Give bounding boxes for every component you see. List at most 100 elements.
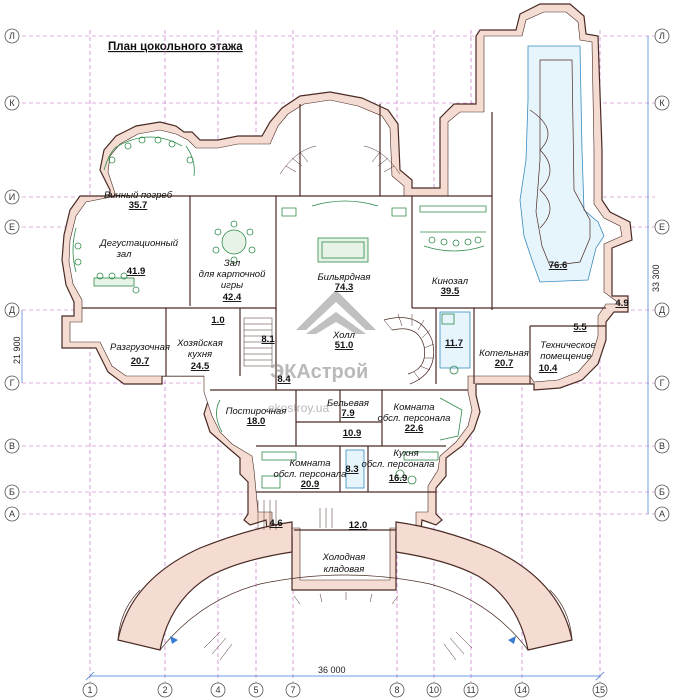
- room-tech-name-2: помещение: [540, 351, 591, 362]
- axis-bubble-k-left: К: [4, 95, 20, 111]
- room-laundry-name: Постирочная: [226, 406, 287, 417]
- room-billiard-area: 74.3: [335, 282, 354, 293]
- room-cards-name-1: Зал: [224, 258, 241, 269]
- bathroom-floor: [439, 311, 471, 369]
- terrace-inner-arc: [159, 574, 529, 651]
- dimension-bottom: 36 000: [85, 665, 605, 681]
- svg-text:14: 14: [517, 685, 527, 695]
- room-staffkitchen-name-1: Кухня: [393, 448, 418, 459]
- area-label-10-9: 10.9: [343, 428, 362, 439]
- svg-text:Л: Л: [659, 31, 665, 41]
- svg-text:Д: Д: [9, 305, 15, 315]
- area-label-5-5: 5.5: [573, 322, 587, 333]
- terrace-steps: [203, 592, 473, 661]
- room-wine-name: Винный погреб: [104, 190, 173, 201]
- axis-bubble-l-left: Л: [4, 28, 20, 44]
- axis-bubble-2: 2: [157, 682, 173, 698]
- arrow-left-terrace: [170, 636, 178, 644]
- axis-bubble-a-left: А: [4, 506, 20, 522]
- axis-bubble-8: 8: [389, 682, 405, 698]
- svg-text:К: К: [9, 98, 15, 108]
- svg-text:5: 5: [253, 685, 258, 695]
- area-label-8-1: 8.1: [261, 334, 275, 345]
- area-label-4-6: 4.6: [269, 518, 282, 529]
- svg-text:И: И: [9, 192, 15, 202]
- room-kitchen-name-2: кухня: [188, 349, 212, 360]
- axis-bubble-11: 11: [463, 682, 479, 698]
- room-tech-name-1: Техническое: [540, 340, 596, 351]
- axis-bubble-d-left: Д: [4, 302, 20, 318]
- room-staff1-area: 22.6: [405, 423, 424, 434]
- plan-title: План цокольного этажа: [108, 41, 243, 53]
- room-staff2-name-1: Комната: [290, 458, 331, 469]
- room-unloading-area: 20.7: [131, 356, 150, 367]
- room-boiler-area: 20.7: [495, 358, 514, 369]
- svg-text:15: 15: [595, 685, 605, 695]
- axis-bubble-5: 5: [248, 682, 264, 698]
- svg-text:Б: Б: [9, 487, 15, 497]
- svg-text:Г: Г: [10, 378, 15, 388]
- axis-bubble-k-right: К: [654, 95, 670, 111]
- svg-text:10: 10: [429, 685, 439, 695]
- room-hall-area: 51.0: [335, 340, 354, 351]
- axis-bubble-d-right: Д: [654, 302, 670, 318]
- svg-text:Б: Б: [659, 487, 665, 497]
- svg-text:11: 11: [466, 685, 475, 695]
- watermark-logo-icon: [296, 290, 376, 330]
- room-boiler-name: Котельная: [479, 348, 529, 359]
- axis-bubbles-right: Л К Е Д Г В Б А: [654, 28, 670, 522]
- room-tech-area: 10.4: [539, 363, 558, 374]
- area-label-12-0: 12.0: [349, 520, 368, 531]
- svg-text:В: В: [659, 441, 665, 451]
- room-staff2-area: 20.9: [301, 479, 320, 490]
- pool-inner-edge: [535, 59, 591, 267]
- room-kitchen-area: 24.5: [191, 361, 210, 372]
- room-hall-name: Холл: [332, 330, 356, 341]
- card-table-furniture: [212, 220, 256, 264]
- arrow-right-terrace: [508, 636, 516, 644]
- room-unloading-name: Разгрузочная: [110, 342, 170, 353]
- terrace-left-wing: [117, 521, 293, 651]
- svg-text:4: 4: [215, 685, 220, 695]
- area-label-4-9: 4.9: [615, 298, 628, 309]
- axis-bubbles-left: Л К И Е Д Г В Б А: [4, 28, 20, 522]
- staff-fixtures: [216, 397, 463, 489]
- axis-bubble-b-left: Б: [4, 484, 20, 500]
- axis-bubble-g-left: Г: [4, 375, 20, 391]
- building-walls: [61, 3, 633, 591]
- terrace-right-wing: [395, 521, 573, 651]
- axis-bubble-15: 15: [592, 682, 608, 698]
- axis-bubble-v-left: В: [4, 438, 20, 454]
- axis-bubble-l-right: Л: [654, 28, 670, 44]
- axis-bubble-v-right: В: [654, 438, 670, 454]
- bathroom-fixtures: [439, 311, 471, 375]
- room-pool-area: 76.6: [549, 260, 568, 271]
- svg-text:Е: Е: [9, 222, 15, 232]
- axis-bubble-14: 14: [514, 682, 530, 698]
- axis-bubble-g-right: Г: [654, 375, 670, 391]
- hall-stairs-left: [243, 317, 273, 367]
- watermark-site: ekostroy.ua: [268, 401, 329, 415]
- axis-bubble-e-left: Е: [4, 219, 20, 235]
- room-kitchen-name-1: Хозяйская: [176, 338, 223, 349]
- dimension-left-label: 21 900: [12, 336, 22, 364]
- svg-text:2: 2: [162, 685, 167, 695]
- tasting-furniture: [72, 227, 140, 294]
- room-cold-name-2: кладовая: [324, 564, 365, 575]
- svg-text:В: В: [9, 441, 15, 451]
- entry-stairs: [279, 145, 401, 175]
- curved-terrace: [117, 521, 573, 661]
- axis-bubble-i-left: И: [4, 189, 20, 205]
- lower-stairs: [257, 500, 333, 530]
- room-cinema-name: Кинозал: [432, 276, 469, 287]
- billiard-furniture: [281, 200, 407, 263]
- room-tasting-name-2: зал: [116, 249, 132, 260]
- svg-text:А: А: [659, 509, 665, 519]
- room-tasting-name-1: Дегустационный: [99, 238, 179, 249]
- axis-bubble-7: 7: [285, 682, 301, 698]
- room-tasting-area: 41.9: [127, 266, 146, 277]
- dimension-right: 33 300: [647, 36, 661, 514]
- room-staffkitchen-name-2: обсл. персонала: [362, 459, 435, 470]
- watermark: ЭКАстрой ekostroy.ua: [268, 290, 376, 415]
